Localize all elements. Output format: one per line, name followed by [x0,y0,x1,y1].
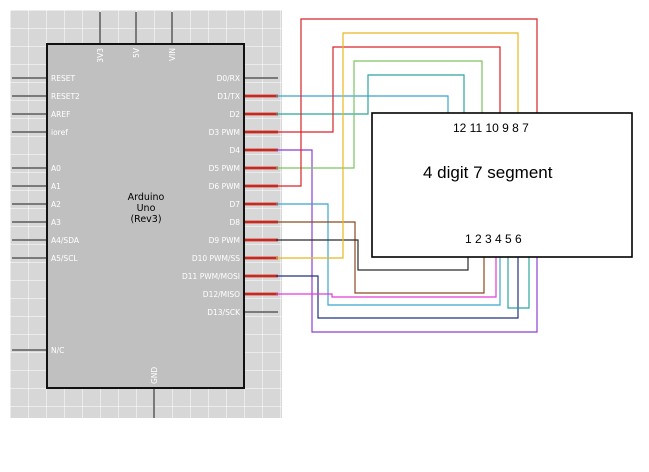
arduino-board[interactable] [46,43,245,389]
wire-d5-display-pin9[interactable] [276,60,483,169]
left-pin-label-a5-scl: A5/SCL [51,254,78,263]
board-title-line3: (Rev3) [130,214,161,225]
right-pin-label-d3-pwm: D3 PWM [209,128,240,137]
top-pin-label-5v: 5V [132,47,141,58]
left-pin-label-a2: A2 [51,200,61,209]
wire-display-pin6-return[interactable] [507,257,530,309]
wire-d1-display-pin12[interactable] [276,95,449,113]
right-pin-label-d4: D4 [229,146,240,155]
left-pin-label-a0: A0 [51,164,61,173]
right-pin-label-d2: D2 [229,110,240,119]
wire-d6-display-pin8[interactable] [276,18,538,187]
left-pin-label-ioref: ioref [51,128,68,137]
left-pin-label-reset: RESET [51,74,75,83]
top-pin-label-vin: VIN [168,48,177,61]
left-pin-label-a4-sda: A4/SDA [51,236,80,245]
left-pin-label-aref: AREF [51,110,70,119]
right-pin-label-d10-pwm-ss: D10 PWM/SS [192,254,240,263]
wire-d7-display-pin2[interactable] [276,203,501,306]
seven-segment-display[interactable] [371,112,633,258]
right-pin-label-d12-miso: D12/MISO [203,290,240,299]
left-pin-label-a1: A1 [51,182,61,191]
right-pin-label-d11-pwm-mosi: D11 PWM/MOSI [182,272,240,281]
right-pin-label-d5-pwm: D5 PWM [209,164,240,173]
wires-layer [276,18,538,333]
wire-d11-display-pin5[interactable] [276,257,519,319]
right-pin-label-d13-sck: D13/SCK [207,308,241,317]
right-pin-label-d7: D7 [229,200,240,209]
wire-d4-display-pin1[interactable] [276,149,538,333]
display-bottom-pin-numbers: 1 2 3 4 5 6 [465,232,522,246]
bottom-pin-label-gnd: GND [150,367,159,384]
wire-d3-display-pin10[interactable] [276,46,501,133]
left-pin-label-n-c: N/C [51,346,64,355]
top-pin-label-3v3: 3V3 [96,48,105,63]
pins-layer [12,12,278,418]
board-title-line1: Arduino [128,192,165,203]
wire-d8-display-pin3[interactable] [276,221,485,294]
right-pin-label-d1-tx: D1/TX [217,92,240,101]
wire-d9-display-pin4[interactable] [276,239,469,271]
wire-d10-display-pin7[interactable] [276,32,519,259]
display-top-pin-numbers: 12 11 10 9 8 7 [453,121,529,135]
right-pin-label-d0-rx: D0/RX [217,74,240,83]
board-title-line2: Uno [137,203,156,214]
right-pin-label-d6-pwm: D6 PWM [209,182,240,191]
wire-d12-display-pin6[interactable] [276,257,497,298]
wire-d2-display-pin11[interactable] [276,74,465,115]
right-pin-label-d9-pwm: D9 PWM [209,236,240,245]
left-pin-label-a3: A3 [51,218,61,227]
right-pin-label-d8: D8 [229,218,240,227]
display-title: 4 digit 7 segment [423,163,553,182]
left-pin-label-reset2: RESET2 [51,92,80,101]
